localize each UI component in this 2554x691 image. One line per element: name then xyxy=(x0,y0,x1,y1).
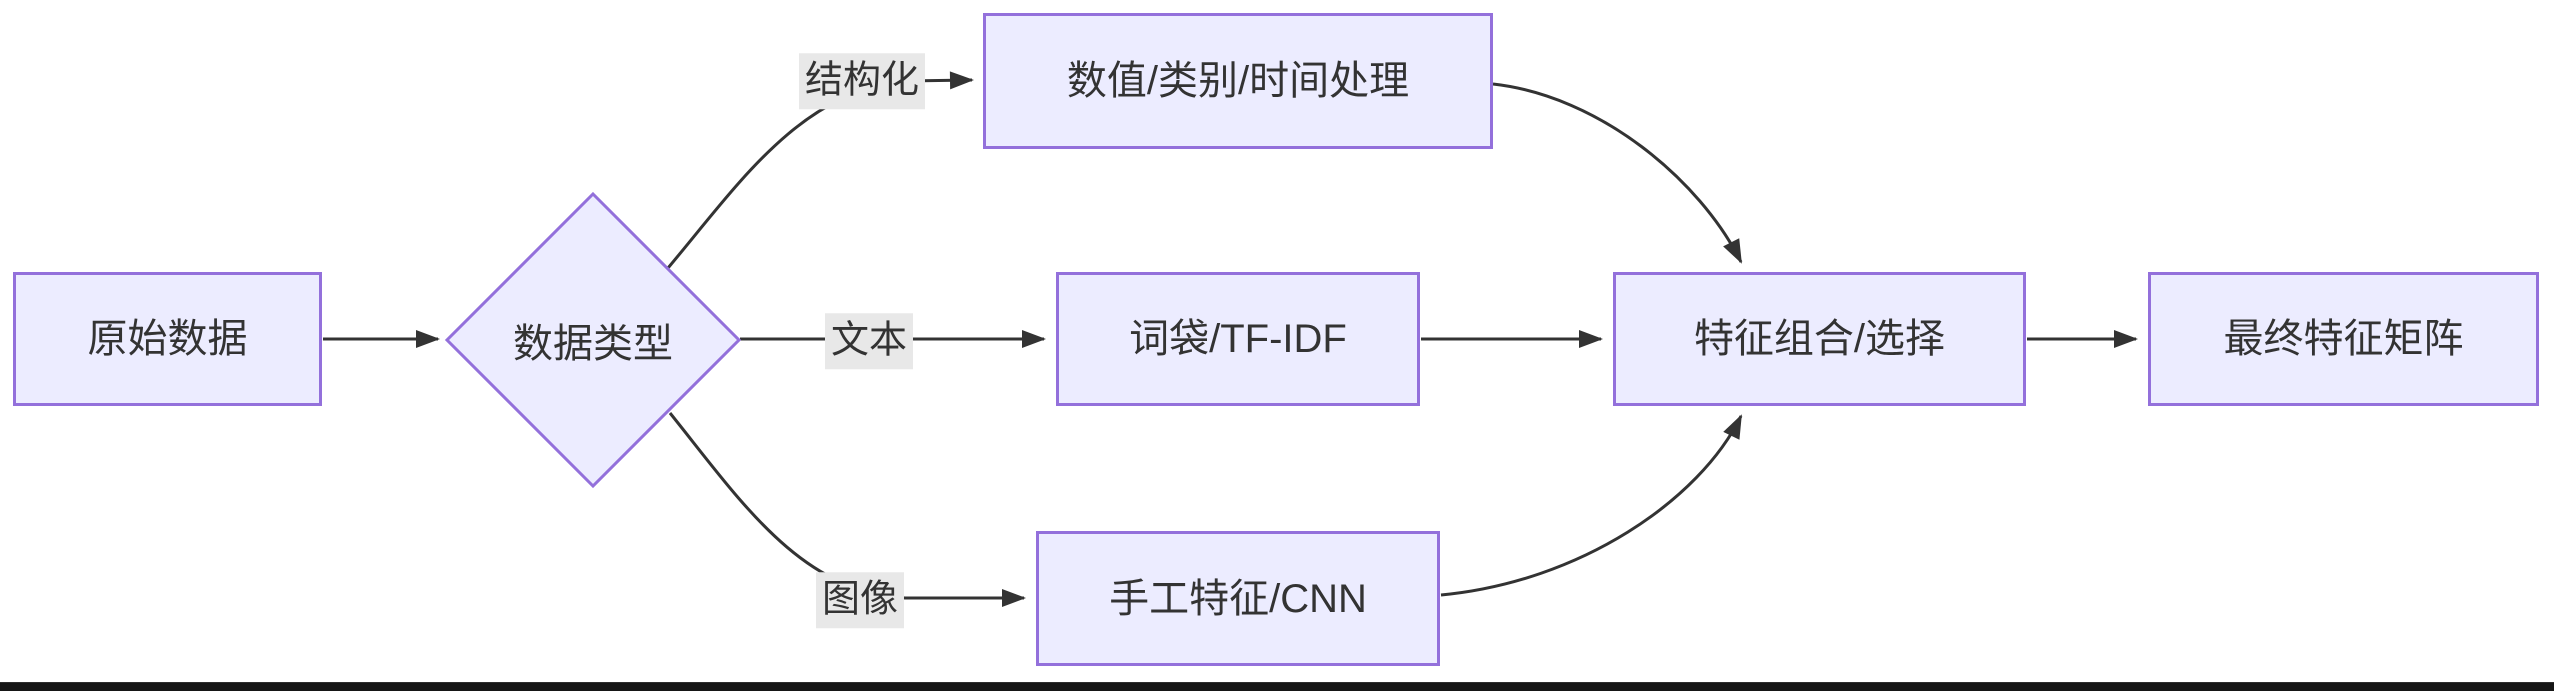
node-image-processing: 手工特征/CNN xyxy=(1036,531,1440,666)
edge-type-to-image xyxy=(668,412,1026,607)
node-data-type-label: 数据类型 xyxy=(513,322,673,366)
node-structured-processing: 数值/类别/时间处理 xyxy=(983,13,1493,149)
node-data-type-shape xyxy=(444,191,742,489)
node-raw-data: 原始数据 xyxy=(13,272,322,406)
node-final-matrix: 最终特征矩阵 xyxy=(2148,272,2539,406)
node-final-matrix-label: 最终特征矩阵 xyxy=(2223,317,2464,361)
edge-image-to-combine xyxy=(1440,414,1743,597)
node-text-processing-label: 词袋/TF-IDF xyxy=(1129,317,1347,361)
node-text-processing: 词袋/TF-IDF xyxy=(1056,272,1420,406)
node-feature-combine-label: 特征组合/选择 xyxy=(1693,317,1946,361)
node-structured-processing-label: 数值/类别/时间处理 xyxy=(1066,59,1410,103)
edge-structured-to-combine xyxy=(1492,82,1743,264)
edge-label-structured: 结构化 xyxy=(798,53,926,109)
node-feature-combine: 特征组合/选择 xyxy=(1613,272,2026,406)
node-image-processing-label: 手工特征/CNN xyxy=(1109,576,1367,621)
edge-label-image: 图像 xyxy=(815,572,905,628)
node-raw-data-label: 原始数据 xyxy=(87,317,248,361)
window-bottom-edge xyxy=(0,682,2554,691)
edge-label-text: 文本 xyxy=(824,313,914,369)
